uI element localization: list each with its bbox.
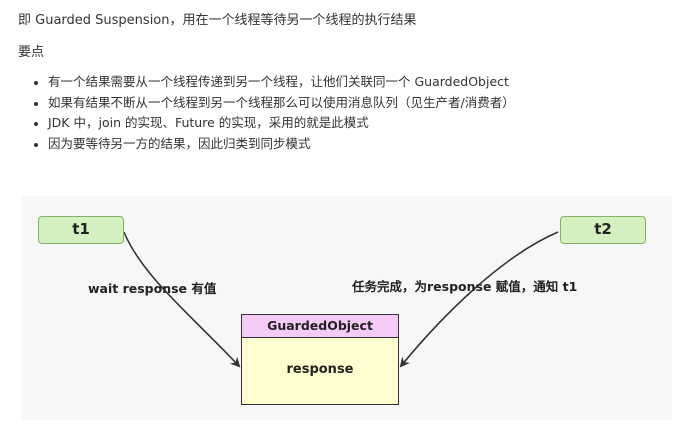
response-field: response <box>286 362 354 377</box>
diagram-arrows <box>123 231 559 368</box>
notify-arrow <box>399 231 559 368</box>
list-item: 因为要等待另一方的结果，因此归类到同步模式 <box>48 134 515 155</box>
guarded-object-box: GuardedObject response <box>241 314 399 405</box>
list-item: JDK 中，join 的实现、Future 的实现，采用的就是此模式 <box>48 113 515 134</box>
notify-label: 任务完成，为response 赋值，通知 t1 <box>352 279 578 294</box>
section-heading: 要点 <box>18 45 45 60</box>
intro-text: 即 Guarded Suspension，用在一个线程等待另一个线程的执行结果 <box>18 13 417 28</box>
key-points-list: 有一个结果需要从一个线程传递到另一个线程，让他们关联同一个 GuardedObj… <box>20 72 515 154</box>
wait-arrow <box>123 231 241 368</box>
guarded-suspension-diagram: t1 t2 wait response 有值 任务完成，为response 赋值… <box>22 196 672 420</box>
wait-label: wait response 有值 <box>88 281 217 296</box>
thread-t2-box: t2 <box>560 216 646 244</box>
thread-t1-box: t1 <box>38 216 124 244</box>
list-item: 有一个结果需要从一个线程传递到另一个线程，让他们关联同一个 GuardedObj… <box>48 72 515 93</box>
list-item: 如果有结果不断从一个线程到另一个线程那么可以使用消息队列（见生产者/消费者） <box>48 93 515 114</box>
guarded-object-title: GuardedObject <box>242 315 398 338</box>
